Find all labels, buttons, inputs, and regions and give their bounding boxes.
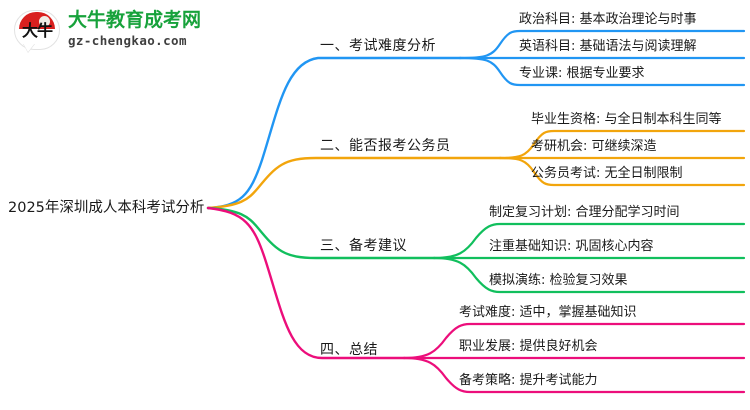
branch-node-1[interactable]: 一、考试难度分析 <box>320 38 436 54</box>
branch-2-wires <box>206 129 746 210</box>
leaf-node-3-1[interactable]: 制定复习计划: 合理分配学习时间 <box>489 205 680 220</box>
leaf-node-3-2[interactable]: 注重基础知识: 巩固核心内容 <box>489 239 654 254</box>
logo-text-block: 大牛教育成考网 gz-chengkao.com <box>68 8 218 50</box>
logo-bubble-tail-shape <box>23 43 35 52</box>
logo-mark-icon: 大牛 <box>14 10 62 56</box>
branch-4-trunk <box>206 206 406 360</box>
branch-node-2[interactable]: 二、能否报考公务员 <box>320 138 451 154</box>
branch-4-wires <box>206 206 746 394</box>
branch-1-trunk <box>206 56 462 210</box>
leaf-node-2-2[interactable]: 考研机会: 可继续深造 <box>531 139 657 154</box>
logo-arc-dot-shape <box>39 16 50 27</box>
leaf-node-1-2[interactable]: 英语科目: 基础语法与阅读理解 <box>519 39 697 54</box>
branch-2-leaf-3-wire <box>498 156 746 187</box>
branch-4-leaf-1-wire <box>402 322 746 360</box>
leaf-node-1-1[interactable]: 政治科目: 基本政治理论与时事 <box>519 12 697 27</box>
branch-node-3[interactable]: 三、备考建议 <box>320 238 407 254</box>
branch-4-leaf-3-wire <box>402 356 746 394</box>
branch-2-trunk <box>206 156 502 210</box>
branch-1-leaf-3-wire <box>458 56 746 87</box>
branch-3-leaf-1-wire <box>432 222 746 260</box>
logo-title: 大牛教育成考网 <box>68 9 202 31</box>
branch-3-wires <box>206 206 746 294</box>
site-logo: 大牛 大牛教育成考网 gz-chengkao.com <box>14 6 214 62</box>
leaf-node-4-1[interactable]: 考试难度: 适中，掌握基础知识 <box>459 305 637 320</box>
branch-node-4[interactable]: 四、总结 <box>320 342 378 358</box>
leaf-node-2-3[interactable]: 公务员考试: 无全日制限制 <box>531 166 683 181</box>
branch-1-wires <box>206 29 746 210</box>
leaf-node-4-2[interactable]: 职业发展: 提供良好机会 <box>459 339 598 354</box>
logo-mark-text: 大牛 <box>21 21 53 40</box>
branch-3-leaf-3-wire <box>432 256 746 294</box>
leaf-node-4-3[interactable]: 备考策略: 提升考试能力 <box>459 373 598 388</box>
branch-3-trunk <box>206 206 436 260</box>
logo-subtitle: gz-chengkao.com <box>68 33 187 48</box>
leaf-node-1-3[interactable]: 专业课: 根据专业要求 <box>519 66 645 81</box>
leaf-node-2-1[interactable]: 毕业生资格: 与全日制本科生同等 <box>531 112 722 127</box>
mindmap-root-node[interactable]: 2025年深圳成人本科考试分析 <box>8 200 205 216</box>
leaf-node-3-3[interactable]: 模拟演练: 检验复习效果 <box>489 273 628 288</box>
